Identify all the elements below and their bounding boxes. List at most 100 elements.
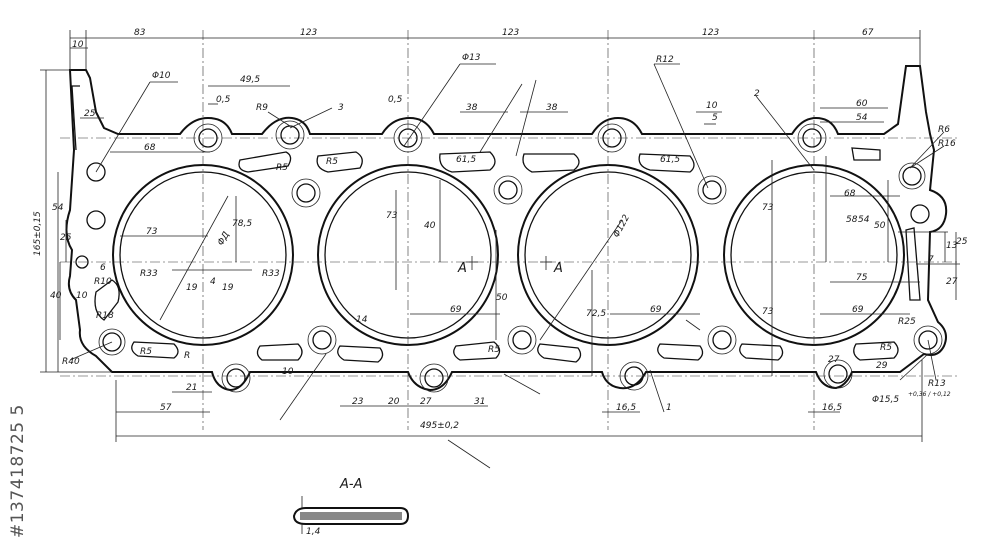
label-54: 54 [856,113,868,123]
label-phi15-5: Φ15,5 [872,395,899,405]
label-73-b: 73 [386,211,398,221]
label-57: 57 [160,403,172,413]
label-r6: R6 [938,125,950,135]
label-20: 20 [388,397,400,407]
dim-123-a: 123 [300,28,317,38]
section-marker-left: A [457,261,467,276]
label-r5-e: R5 [488,345,500,355]
label-4: 4 [210,277,216,287]
label-tolerance: +0,36 / +0,12 [908,391,951,398]
label-61-5-b: 61,5 [660,155,680,165]
overall-length: 495±0,2 [420,421,459,431]
section-marker-right: A [553,261,563,276]
stock-watermark: #137418725 5 [2,300,32,540]
label-21: 21 [186,383,197,393]
label-72-5: 72,5 [586,309,606,319]
label-68-b: 68 [844,189,856,199]
label-16-5-b: 16,5 [822,403,842,413]
dim-67: 67 [862,28,874,38]
part-3: 3 [338,103,344,113]
label-r5-b: R5 [326,157,338,167]
overall-height: 165±0,15 [33,211,43,256]
section-view [292,496,410,534]
label-25: 25 [84,109,96,119]
section-title: A-A [339,477,362,492]
label-r33-b: R33 [262,269,280,279]
label-60: 60 [856,99,868,109]
label-r9: R9 [256,103,268,113]
label-10-c: 10 [282,367,294,377]
label-50-a: 50 [874,221,886,231]
dim-123-c: 123 [702,28,719,38]
part-2: 2 [754,89,760,99]
label-r10: R10 [94,277,112,287]
label-78-5: 78,5 [232,219,252,229]
label-19-a: 19 [186,283,198,293]
label-54-b: 54 [858,215,870,225]
label-phi13: Φ13 [462,53,481,63]
label-58: 58 [846,215,858,225]
label-0-5-a: 0,5 [216,95,231,105]
label-14: 14 [356,315,368,325]
label-27-c: 27 [828,355,840,365]
label-25-b: 25 [956,237,968,247]
bolt-holes [75,120,943,393]
label-75: 75 [856,273,868,283]
label-r5-a: R5 [276,163,288,173]
label-16-5-a: 16,5 [616,403,636,413]
dim-123-b: 123 [502,28,519,38]
label-5: 5 [712,113,718,123]
label-54-c: 54 [52,203,64,213]
bore-label: ΦД [216,230,232,247]
label-r5-c: R5 [140,347,152,357]
section-thickness: 1,4 [306,527,321,537]
label-r40: R40 [62,357,80,367]
label-r-a: R [184,351,190,361]
leader-lines [69,63,945,469]
label-73-a: 73 [146,227,158,237]
label-r13: R13 [928,379,946,389]
label-0-5-b: 0,5 [388,95,403,105]
label-49-5: 49,5 [240,75,260,85]
label-40-b: 40 [50,291,62,301]
label-10: 10 [706,101,718,111]
label-7: 7 [928,255,934,265]
label-38-a: 38 [466,103,478,113]
label-50-b: 50 [496,293,508,303]
label-27-b: 27 [420,397,432,407]
label-25-c: 25 [60,233,72,243]
label-r33-a: R33 [140,269,158,279]
center-lines [60,30,960,430]
label-10-b: 10 [76,291,88,301]
watermark-text: #137418725 5 [8,404,28,538]
label-69-a: 69 [450,305,462,315]
label-23: 23 [352,397,364,407]
label-r5-d: R5 [880,343,892,353]
label-r12: R12 [656,55,674,65]
label-13: 13 [946,241,958,251]
label-73-d: 73 [762,307,774,317]
dim-10: 10 [72,40,84,50]
bore-diameter: Φ122 [612,213,632,239]
dimension-labels: 10 83 123 123 123 67 Φ10 Φ13 49,5 0,5 0,… [33,28,968,537]
gasket-outline [65,65,948,392]
label-r16: R16 [938,139,956,149]
label-69-c: 69 [852,305,864,315]
label-phi10: Φ10 [152,71,171,81]
cylinder-bores [112,164,905,346]
label-73-c: 73 [762,203,774,213]
label-68: 68 [144,143,156,153]
label-40: 40 [424,221,436,231]
coolant-slots [94,147,921,363]
label-19-b: 19 [222,283,234,293]
label-69-b: 69 [650,305,662,315]
label-6: 6 [100,263,106,273]
label-r18: R18 [96,311,114,321]
label-38-b: 38 [546,103,558,113]
dim-83: 83 [134,28,146,38]
label-31: 31 [474,397,485,407]
part-1: 1 [666,403,672,413]
dimension-lines [40,30,960,442]
label-27: 27 [946,277,958,287]
